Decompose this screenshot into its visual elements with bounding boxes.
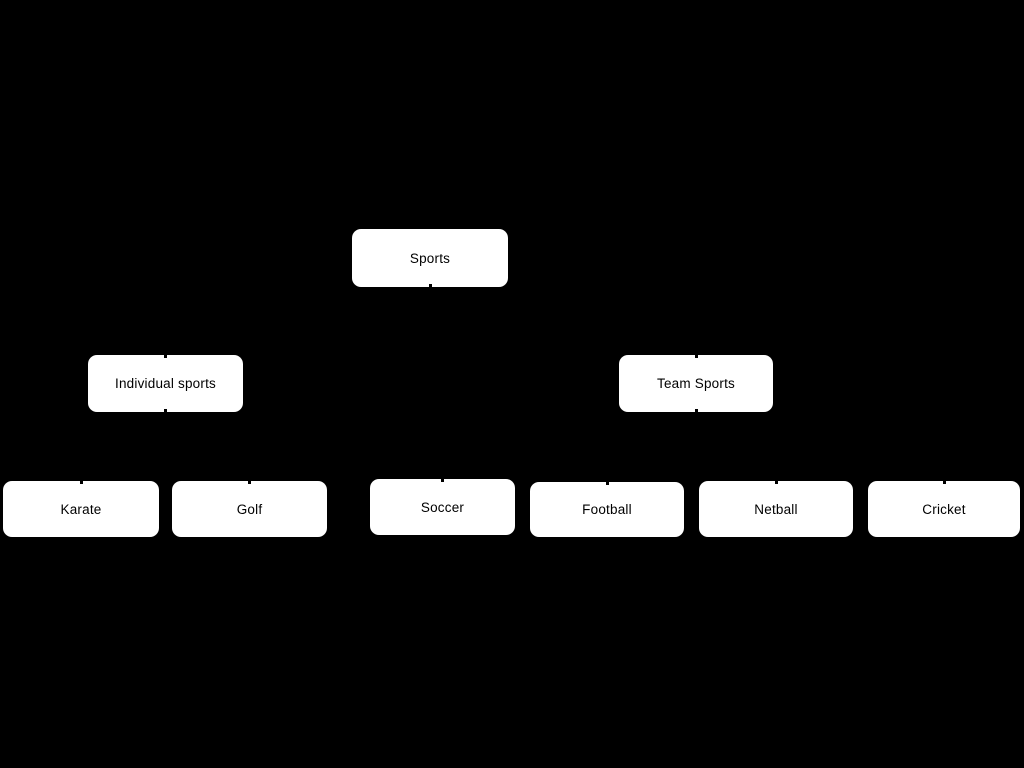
node-team-sports: Team Sports [619, 355, 773, 412]
node-soccer: Soccer [370, 479, 515, 535]
connector-stub-top [79, 481, 83, 484]
node-label: Individual sports [115, 376, 216, 391]
connector-stub-bottom [164, 409, 167, 412]
connector-stub-top [441, 479, 444, 482]
node-label: Team Sports [657, 376, 735, 391]
connector-stub-top [942, 481, 946, 484]
node-label: Sports [409, 250, 451, 266]
connector-stub-top [774, 481, 778, 484]
node-label: Cricket [922, 501, 966, 517]
node-label: Netball [754, 501, 798, 517]
connector-stub-top [694, 355, 698, 358]
node-cricket: Cricket [868, 481, 1020, 537]
node-karate: Karate [3, 481, 159, 537]
connector-stub-bottom [428, 284, 432, 287]
node-label: Football [582, 502, 632, 517]
connector-stub-bottom [694, 409, 698, 412]
connector-stub-top [164, 355, 167, 358]
connector-stub-top [248, 481, 251, 484]
node-label: Karate [60, 501, 102, 517]
node-football: Football [530, 482, 684, 537]
node-golf: Golf [172, 481, 327, 537]
node-individual-sports: Individual sports [88, 355, 243, 412]
node-netball: Netball [699, 481, 853, 537]
node-label: Soccer [420, 499, 465, 515]
node-label: Golf [236, 501, 263, 517]
connector-stub-top [605, 482, 609, 485]
node-sports: Sports [352, 229, 508, 287]
